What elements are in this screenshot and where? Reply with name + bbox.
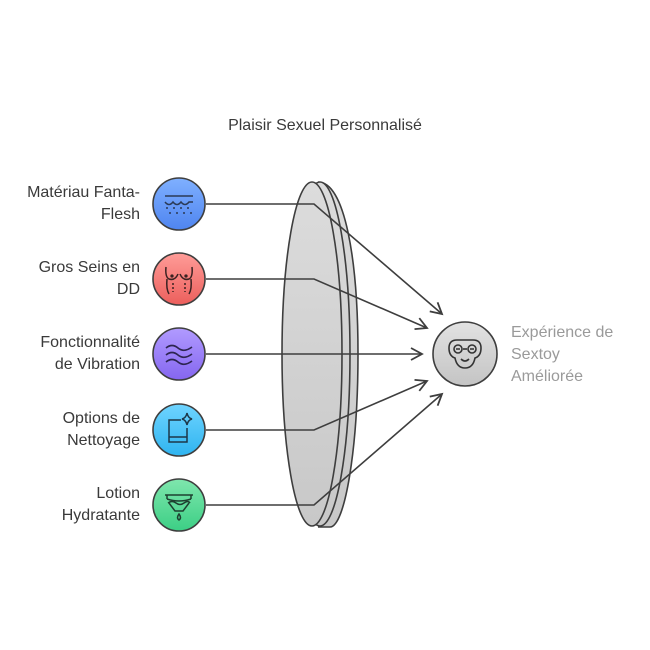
waves-icon xyxy=(165,344,193,366)
happy-face-icon xyxy=(448,339,482,369)
connectors xyxy=(206,203,444,506)
output-node[interactable] xyxy=(432,321,498,387)
label-line: Flesh xyxy=(100,206,140,223)
input-node-1[interactable] xyxy=(152,177,206,231)
label-line: Nettoyage xyxy=(67,432,140,449)
input-label-4: Options de Nettoyage xyxy=(0,408,140,452)
label-line: Matériau Fanta- xyxy=(27,184,140,201)
lotion-drop-icon xyxy=(165,494,193,521)
input-node-2[interactable] xyxy=(152,252,206,306)
label-line: Fonctionnalité xyxy=(40,334,140,351)
label-line: de Vibration xyxy=(54,356,140,373)
label-line: Gros Seins en xyxy=(38,259,140,276)
input-label-3: Fonctionnalité de Vibration xyxy=(0,332,140,376)
label-line: Sextoy xyxy=(511,346,560,363)
diagram-title: Plaisir Sexuel Personnalisé xyxy=(228,117,422,134)
skin-texture-icon xyxy=(164,195,193,214)
input-node-3[interactable] xyxy=(152,327,206,381)
input-label-2: Gros Seins en DD xyxy=(0,257,140,301)
clean-sparkle-icon xyxy=(168,412,193,443)
label-line: Hydratante xyxy=(61,507,140,524)
connector-4 xyxy=(206,378,429,431)
label-line: Options de xyxy=(62,410,140,427)
label-line: DD xyxy=(116,281,140,298)
output-label: Expérience de Sextoy Améliorée xyxy=(511,322,646,388)
label-line: Améliorée xyxy=(511,368,584,385)
input-label-5: Lotion Hydratante xyxy=(0,483,140,527)
input-label-1: Matériau Fanta- Flesh xyxy=(0,182,140,226)
breasts-icon xyxy=(165,266,193,295)
input-node-5[interactable] xyxy=(152,478,206,532)
label-line: Expérience de xyxy=(511,324,614,341)
label-line: Lotion xyxy=(96,485,140,502)
input-node-4[interactable] xyxy=(152,403,206,457)
connector-1 xyxy=(206,203,444,316)
connector-5 xyxy=(206,392,444,506)
connector-2 xyxy=(206,278,429,331)
